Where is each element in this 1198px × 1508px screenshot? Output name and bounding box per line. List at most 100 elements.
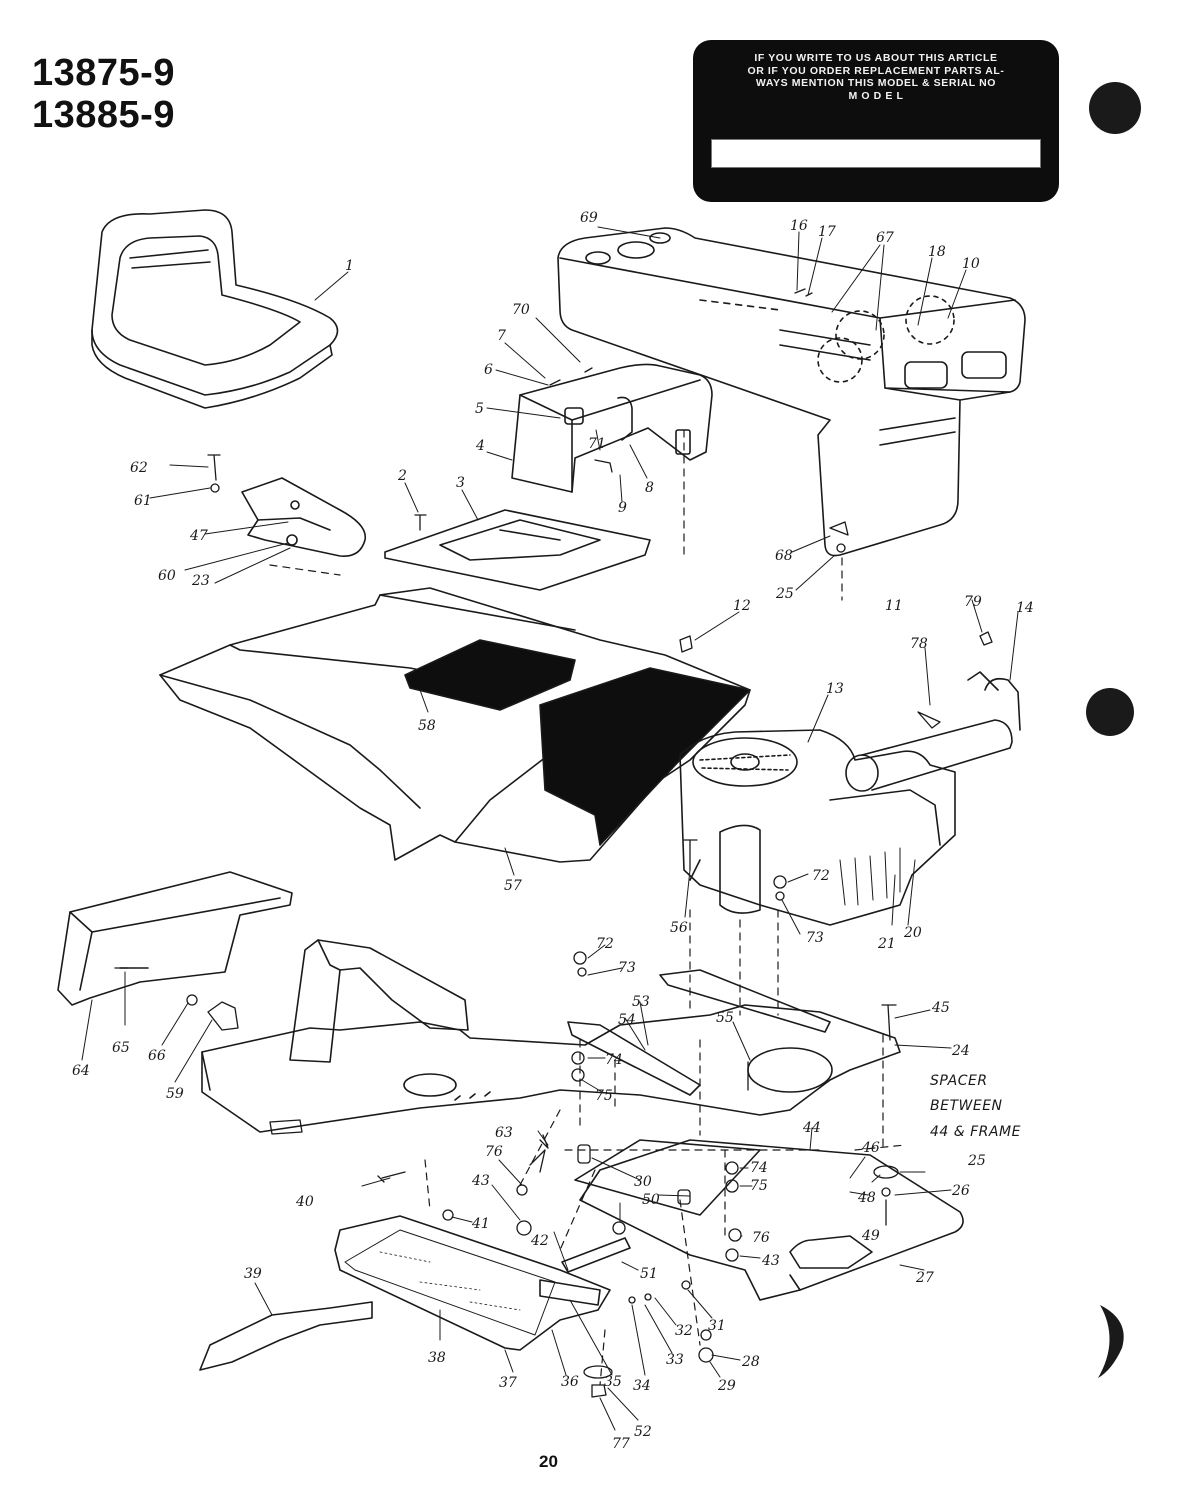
callout-75a: 75 <box>595 1088 613 1104</box>
callout-43b: 43 <box>761 1253 780 1269</box>
handwritten-note-line-1: SPACER <box>930 1073 988 1089</box>
callout-78: 78 <box>910 636 928 652</box>
callout-46: 46 <box>861 1140 880 1156</box>
callout-42: 42 <box>530 1233 549 1249</box>
callout-57: 57 <box>504 878 522 894</box>
callout-17: 17 <box>818 224 836 240</box>
callout-77: 77 <box>612 1436 630 1452</box>
callout-53: 53 <box>632 994 650 1010</box>
callout-64: 64 <box>72 1063 90 1079</box>
alignment-lines <box>269 429 906 1386</box>
bracket <box>199 1301 373 1371</box>
main-frame <box>201 1004 901 1133</box>
dash-panel <box>511 363 713 493</box>
binder-hole-bottom <box>1098 1305 1124 1378</box>
callout-29: 29 <box>717 1378 736 1394</box>
callout-30: 30 <box>634 1174 652 1190</box>
callout-47: 47 <box>189 528 208 544</box>
footmat-right <box>539 667 751 846</box>
callout-72a: 72 <box>812 868 830 884</box>
callout-76b: 76 <box>752 1230 770 1246</box>
callout-16: 16 <box>790 218 808 234</box>
callout-37: 37 <box>499 1375 517 1391</box>
floor-plate <box>384 509 651 591</box>
callout-76a: 76 <box>485 1144 503 1160</box>
callout-14: 14 <box>1016 600 1034 616</box>
callout-51: 51 <box>640 1266 658 1282</box>
callout-67: 67 <box>876 230 894 246</box>
callout-21: 21 <box>877 936 896 952</box>
callout-9: 9 <box>618 500 627 516</box>
callout-36: 36 <box>561 1374 579 1390</box>
callout-58: 58 <box>418 718 436 734</box>
callout-50: 50 <box>642 1192 660 1208</box>
callout-34: 34 <box>633 1378 651 1394</box>
callout-24: 24 <box>951 1043 970 1059</box>
callout-6: 6 <box>484 362 493 378</box>
callout-25b: 25 <box>967 1153 986 1169</box>
callout-79: 79 <box>964 594 982 610</box>
page-number: 20 <box>539 1452 558 1471</box>
callout-75b: 75 <box>750 1178 768 1194</box>
callout-60: 60 <box>158 568 176 584</box>
callout-27: 27 <box>915 1270 934 1286</box>
bottom-pan <box>574 1139 964 1301</box>
frame-upright <box>289 939 469 1063</box>
callout-5: 5 <box>475 401 484 417</box>
callout-43a: 43 <box>471 1173 490 1189</box>
callout-11: 11 <box>885 598 903 614</box>
callout-74a: 74 <box>605 1052 623 1068</box>
callout-59: 59 <box>166 1086 184 1102</box>
callout-72b: 72 <box>596 936 614 952</box>
notice-text: IF YOU WRITE TO US ABOUT THIS ARTICLE OR… <box>693 52 1059 102</box>
handwritten-note: SPACER BETWEEN 44 & FRAME <box>930 1073 1021 1140</box>
callout-32: 32 <box>675 1323 693 1339</box>
callout-45: 45 <box>931 1000 950 1016</box>
callout-labels: 1 2 3 4 5 6 7 8 9 10 11 12 13 14 16 17 1… <box>72 210 1034 1452</box>
callout-31: 31 <box>708 1318 726 1334</box>
seat <box>91 209 339 409</box>
callout-73a: 73 <box>806 930 824 946</box>
callout-7: 7 <box>497 328 506 344</box>
callout-73b: 73 <box>618 960 636 976</box>
callout-52: 52 <box>634 1424 652 1440</box>
callout-66: 66 <box>148 1048 166 1064</box>
callout-20: 20 <box>903 925 922 941</box>
engine <box>679 729 956 926</box>
callout-49: 49 <box>861 1228 880 1244</box>
callout-65: 65 <box>112 1040 130 1056</box>
callout-18: 18 <box>928 244 946 260</box>
callout-44: 44 <box>802 1120 821 1136</box>
callout-62: 62 <box>130 460 148 476</box>
model-numbers: 13875-9 13885-9 <box>32 52 175 136</box>
shroud <box>57 871 293 1006</box>
callout-55: 55 <box>716 1010 734 1026</box>
hardware <box>114 288 993 1398</box>
callout-54: 54 <box>618 1012 636 1028</box>
muffler <box>845 671 1021 792</box>
callout-40: 40 <box>295 1194 314 1210</box>
hood-fender-housing <box>557 227 1026 557</box>
callout-23: 23 <box>191 573 210 589</box>
callout-61: 61 <box>134 493 152 509</box>
handwritten-note-line-3: 44 & FRAME <box>930 1124 1021 1140</box>
notice-line-1: IF YOU WRITE TO US ABOUT THIS ARTICLE <box>754 52 998 64</box>
callout-1: 1 <box>345 258 354 274</box>
callout-74b: 74 <box>750 1160 768 1176</box>
callout-13: 13 <box>826 681 844 697</box>
callout-70: 70 <box>512 302 530 318</box>
binder-hole-middle <box>1086 688 1134 736</box>
callout-25a: 25 <box>775 586 794 602</box>
callout-69: 69 <box>580 210 598 226</box>
leader-lines <box>81 226 1019 1431</box>
notice-line-4: M O D E L <box>848 89 904 102</box>
battery-tray <box>334 1215 611 1351</box>
callout-56: 56 <box>670 920 688 936</box>
callout-2: 2 <box>397 468 407 484</box>
callout-41: 41 <box>471 1216 490 1232</box>
steering-link <box>567 969 831 1096</box>
model-number-2: 13885-9 <box>32 94 175 136</box>
callout-8: 8 <box>645 480 654 496</box>
callout-12: 12 <box>733 598 751 614</box>
